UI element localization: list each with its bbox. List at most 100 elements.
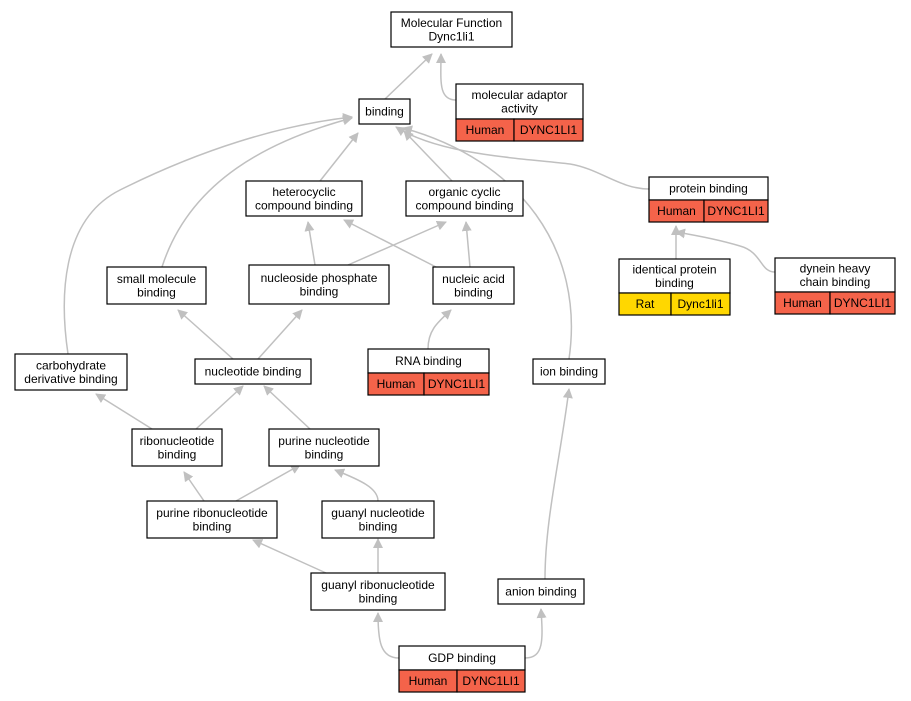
go-term-node-nucleotide[interactable]: nucleotide binding [194, 358, 312, 385]
node-box [432, 266, 515, 305]
node-label: binding [193, 519, 232, 533]
gene-cell-label: Dync1li1 [677, 297, 723, 311]
species-cell-label: Human [657, 204, 696, 218]
node-box [405, 180, 524, 217]
node-label: purine ribonucleotide [156, 506, 268, 520]
node-label: nucleic acid [442, 272, 505, 286]
node-label: activity [501, 101, 538, 115]
edge-purine_ribonucleotide-to-ribonucleotide [183, 471, 205, 502]
gene-cell-label: DYNC1LI1 [428, 377, 486, 391]
node-label: anion binding [505, 585, 576, 599]
node-box [390, 11, 513, 48]
node-label: chain binding [800, 275, 871, 289]
species-cell-label: Human [783, 296, 822, 310]
species-cell-label: Human [409, 674, 448, 688]
edge-rna-to-nucleic_acid [427, 309, 452, 350]
node-box [194, 358, 312, 385]
gene-cell [829, 291, 896, 315]
node-label: binding [454, 285, 493, 299]
node-label: protein binding [669, 182, 748, 196]
node-label: compound binding [255, 198, 353, 212]
edge-nucleoside_phosphate-to-heterocyclic [304, 221, 316, 266]
edge-purine_ribonucleotide-to-purine_nucleotide [235, 464, 301, 502]
node-box [245, 180, 363, 217]
go-term-node-anion[interactable]: anion binding [497, 578, 585, 605]
node-box [268, 428, 380, 467]
node-label: binding [300, 284, 339, 298]
node-box [618, 258, 731, 294]
edge-layer [63, 53, 776, 659]
edge-organic_cyclic-to-binding [403, 130, 453, 182]
node-box [358, 98, 411, 125]
edge-binding-to-mf [384, 53, 433, 100]
node-box [248, 264, 390, 305]
gene-cell [703, 199, 769, 223]
node-box [774, 257, 896, 293]
gene-cell [513, 118, 584, 142]
node-label: purine nucleotide [278, 434, 370, 448]
node-label: compound binding [415, 198, 513, 212]
go-term-node-binding[interactable]: binding [358, 98, 411, 125]
node-label: heterocyclic [272, 185, 335, 199]
edge-ion-to-binding [402, 125, 573, 360]
edge-small_molecule-to-binding [161, 115, 353, 268]
gene-cell-label: DYNC1LI1 [462, 674, 520, 688]
edge-ribonucleotide-to-nucleotide [195, 385, 244, 430]
edge-dynein_heavy-to-protein_binding [675, 228, 776, 273]
node-label: identical protein [632, 262, 716, 276]
node-label: binding [365, 105, 404, 119]
gene-cell [456, 669, 526, 693]
gene-cell [670, 292, 731, 316]
edge-nucleotide-to-small_molecule [177, 309, 234, 360]
node-label: binding [305, 447, 344, 461]
node-box [497, 578, 585, 605]
node-label: nucleoside phosphate [261, 271, 378, 285]
edge-nucleotide-to-nucleoside_phosphate [257, 309, 303, 360]
edge-nucleic_acid-to-organic_cyclic [461, 221, 472, 268]
edge-ribonucleotide-to-carbohydrate [95, 393, 153, 430]
go-term-node-ion[interactable]: ion binding [532, 358, 606, 385]
node-label: ribonucleotide [140, 434, 215, 448]
node-box [106, 266, 207, 305]
node-box [146, 500, 278, 539]
edge-purine_nucleotide-to-nucleotide [263, 385, 311, 430]
node-label: GDP binding [428, 651, 496, 665]
node-label: organic cyclic [428, 185, 500, 199]
edge-guanyl_nucleotide-to-purine_nucleotide [334, 468, 379, 502]
node-box [532, 358, 606, 385]
node-label: binding [359, 519, 398, 533]
node-label: derivative binding [24, 372, 117, 386]
node-box [367, 348, 490, 374]
edge-anion-to-ion [544, 388, 573, 580]
node-label: molecular adaptor [471, 88, 567, 102]
species-cell-label: Human [466, 123, 505, 137]
node-label: binding [158, 447, 197, 461]
node-label: small molecule [117, 272, 197, 286]
gene-cell-label: DYNC1LI1 [520, 123, 578, 137]
gene-cell [423, 372, 490, 396]
node-box [14, 353, 128, 391]
node-box [131, 428, 223, 467]
edge-nucleoside_phosphate-to-organic_cyclic [347, 221, 447, 266]
node-label: guanyl nucleotide [331, 506, 425, 520]
